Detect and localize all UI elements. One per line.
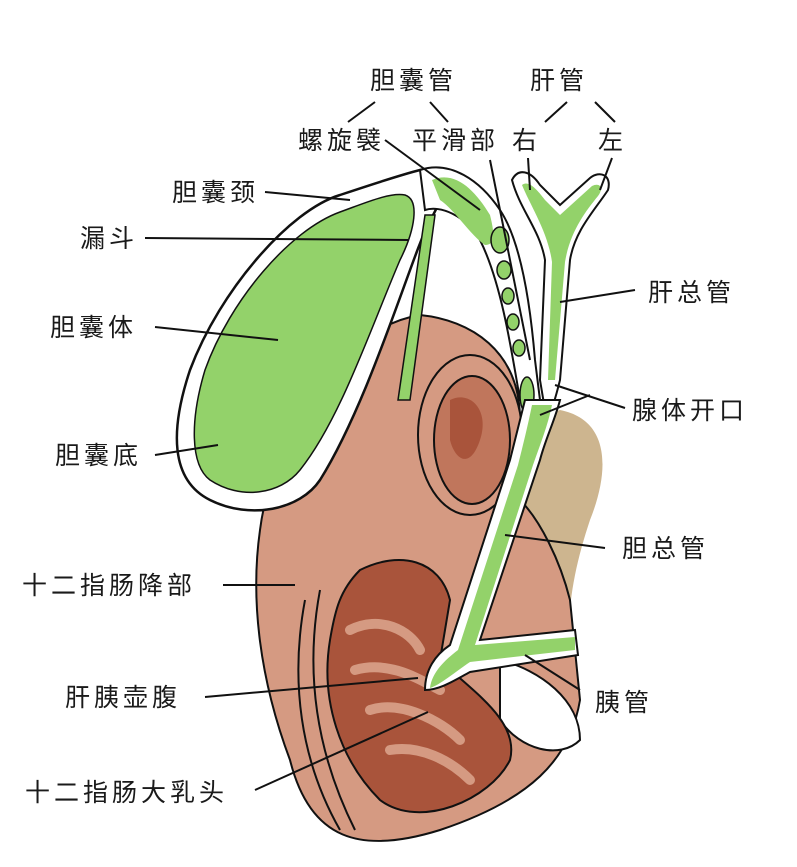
label-common-hepatic-duct: 肝总管: [648, 278, 736, 307]
label-cystic-duct: 胆囊管: [370, 66, 458, 95]
label-hepatic-duct: 肝管: [530, 66, 589, 95]
label-right: 右: [512, 126, 542, 155]
label-smooth-part: 平滑部: [412, 126, 500, 155]
label-duodenum-descending: 十二指肠降部: [22, 571, 197, 600]
label-major-duodenal-papilla: 十二指肠大乳头: [25, 778, 229, 807]
leader-lines: [144, 101, 636, 791]
label-gallbladder-fundus: 胆囊底: [55, 441, 143, 470]
label-gland-opening: 腺体开口: [632, 396, 749, 425]
label-infundibulum: 漏斗: [80, 224, 139, 253]
label-left: 左: [598, 126, 628, 155]
label-common-bile-duct: 胆总管: [622, 534, 710, 563]
label-gallbladder-neck: 胆囊颈: [172, 178, 260, 207]
label-gallbladder-body: 胆囊体: [50, 313, 138, 342]
label-pancreatic-duct: 胰管: [595, 688, 654, 717]
label-hepatopancreatic-ampulla: 肝胰壶腹: [65, 683, 182, 712]
label-spiral-fold: 螺旋襞: [298, 126, 386, 155]
